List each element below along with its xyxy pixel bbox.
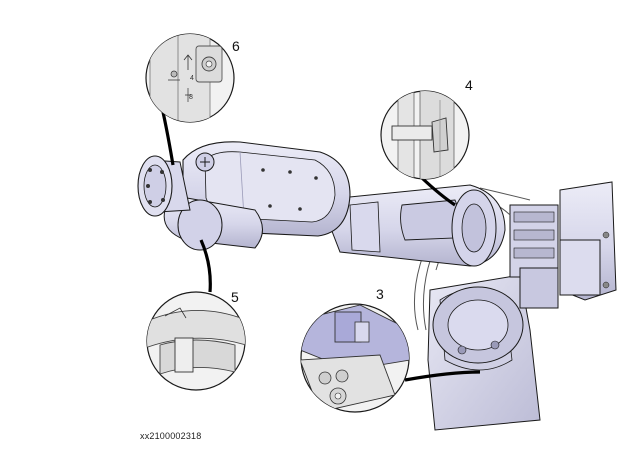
detail-view-6: 4 8	[145, 33, 235, 123]
axis-motors	[509, 181, 617, 309]
callout-3-label: 3	[376, 286, 384, 302]
robot-base	[427, 274, 541, 431]
callout-5-label: 5	[231, 289, 239, 305]
detail-view-4	[380, 90, 470, 180]
scale-mark-a: 4	[190, 75, 194, 82]
scale-mark-b: 8	[189, 94, 193, 101]
leader-lines	[161, 111, 481, 382]
callout-4-label: 4	[465, 77, 473, 93]
wrist-assembly	[137, 155, 263, 251]
detail-view-3	[300, 303, 410, 413]
upper-arm	[319, 184, 506, 267]
detail-view-5	[146, 291, 246, 391]
callout-6-label: 6	[232, 38, 240, 54]
figure-id-caption: xx2100002318	[140, 431, 202, 441]
